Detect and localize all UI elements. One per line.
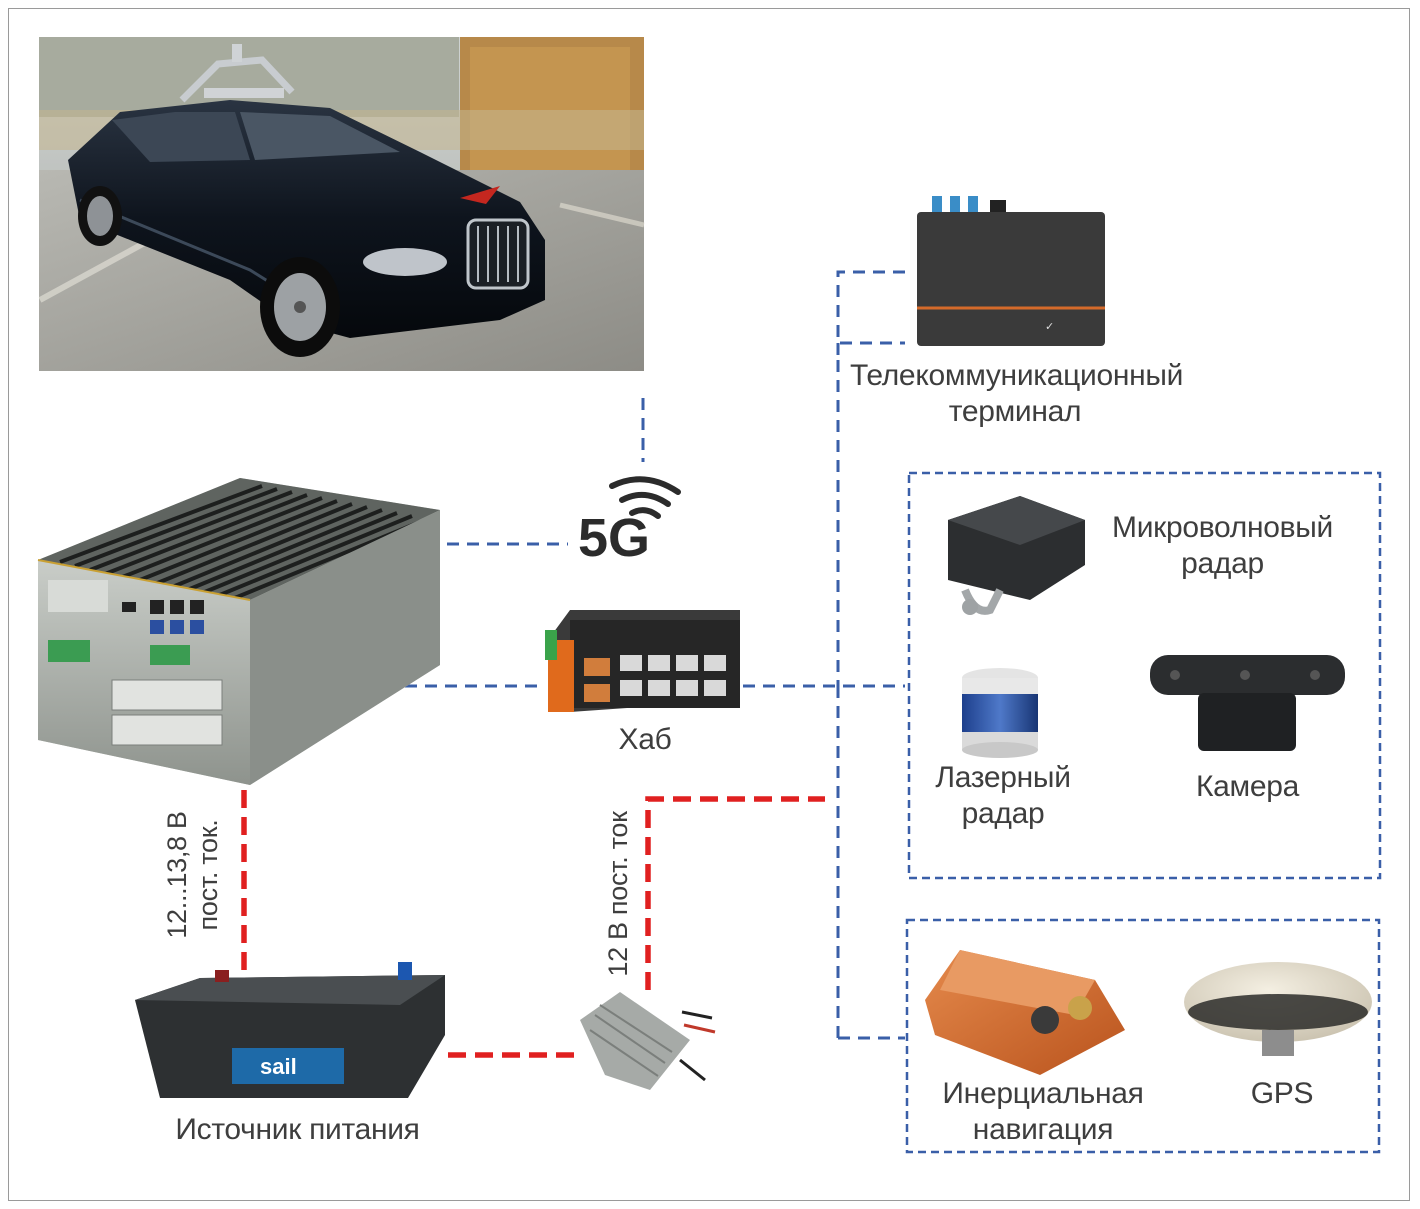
- microwave-radar-label: Микроволновый радар: [1100, 510, 1345, 582]
- dc-converter: [580, 992, 716, 1090]
- power-links: [241, 790, 825, 1058]
- hub-label: Хаб: [618, 723, 672, 756]
- battery: sail: [135, 962, 445, 1098]
- gps-label: GPS: [1250, 1077, 1314, 1110]
- microwave-radar: [948, 496, 1085, 615]
- power-source-label: Источник питания: [175, 1113, 420, 1146]
- inertial-label-line1: Инерциальная: [942, 1077, 1144, 1110]
- diagram-frame: [8, 8, 1410, 1201]
- 5g-icon: 5G: [578, 476, 681, 568]
- car-photo: [38, 37, 645, 371]
- sensor-group-box: [907, 471, 1382, 880]
- inertial-label-line2: навигация: [972, 1113, 1114, 1146]
- converter-voltage-label: 12 В пост. ток: [603, 811, 633, 977]
- camera: [1150, 655, 1345, 751]
- telecom-terminal-label: Телекоммуникационный терминал: [850, 358, 1184, 430]
- mw-radar-label-line1: Микроволновый: [1112, 511, 1333, 544]
- laser-label-line1: Лазерный: [935, 761, 1071, 794]
- telecom-label-line1: Телекоммуникационный: [850, 359, 1184, 392]
- navigation-group-box: [905, 918, 1381, 1154]
- camera-label: Камера: [1195, 770, 1300, 803]
- pc-voltage-line1: 12...13,8 В: [162, 811, 192, 939]
- inertial-nav-unit: [925, 950, 1125, 1075]
- gps-antenna: [1184, 962, 1372, 1056]
- pc-voltage-line2: пост. ток.: [193, 819, 223, 931]
- mw-radar-label-line2: радар: [1181, 547, 1264, 580]
- telecom-label-line2: терминал: [948, 395, 1082, 428]
- pc-voltage-label: 12...13,8 В пост. ток.: [162, 805, 224, 945]
- ethernet-hub: [545, 610, 740, 712]
- laser-radar-label: Лазерный радар: [920, 760, 1086, 832]
- inertial-nav-label: Инерциальная навигация: [930, 1076, 1156, 1148]
- industrial-pc: [37, 478, 440, 785]
- svg-text:✓: ✓: [1045, 320, 1054, 333]
- battery-brand-label: sail: [260, 1054, 297, 1079]
- telecom-terminal: ✓: [917, 196, 1105, 346]
- 5g-label: 5G: [578, 508, 650, 568]
- data-links: [405, 270, 905, 1040]
- laser-label-line2: радар: [961, 797, 1045, 830]
- laser-radar: [962, 668, 1038, 758]
